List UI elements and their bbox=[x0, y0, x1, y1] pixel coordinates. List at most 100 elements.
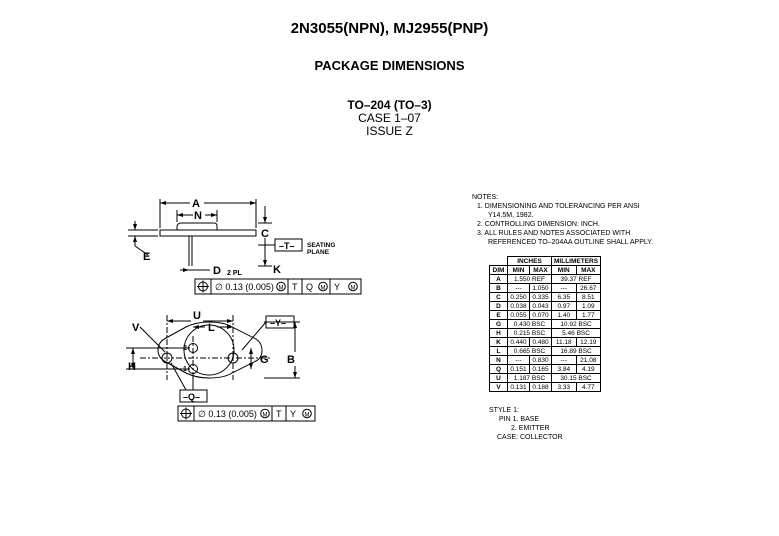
fcf2-datum-y: Y bbox=[290, 409, 296, 419]
package-drawing: A N C E D K –T– U L –Y– V H G B –Q– 2 PL… bbox=[126, 198, 362, 422]
style-info: STYLE 1: PIN 1. BASE 2. EMITTER CASE: CO… bbox=[489, 406, 563, 442]
table-row: B---1.050---26.67 bbox=[489, 283, 602, 293]
style-pin1: PIN 1. BASE bbox=[499, 416, 540, 423]
fcf-box-1 bbox=[194, 278, 362, 295]
cap-outline-top bbox=[183, 324, 235, 376]
label-u: U bbox=[193, 310, 201, 322]
table-corner bbox=[489, 256, 508, 266]
table-cell: E bbox=[489, 310, 508, 320]
seating-label-2: PLANE bbox=[307, 249, 330, 256]
label-2pl: 2 PL bbox=[227, 270, 243, 277]
table-cell: 0.038 bbox=[507, 301, 530, 311]
label-a: A bbox=[192, 198, 200, 210]
table-cell: H bbox=[489, 328, 508, 338]
table-cell: --- bbox=[551, 283, 577, 293]
col-header-in-max: MAX bbox=[529, 265, 552, 275]
table-cell: 0.131 bbox=[507, 382, 530, 392]
note-line: REFERENCED TO–204AA OUTLINE SHALL APPLY. bbox=[488, 239, 653, 246]
fcf1-datum-t: T bbox=[292, 282, 298, 292]
label-k: K bbox=[273, 264, 281, 276]
fcf1-tolerance: ∅ 0.13 (0.005) bbox=[215, 282, 274, 292]
label-d: D bbox=[213, 265, 221, 277]
table-cell: 12.19 bbox=[575, 337, 602, 347]
col-header-mm-min: MIN bbox=[551, 265, 577, 275]
style-case: CASE: COLLECTOR bbox=[497, 434, 563, 441]
table-cell: 21.08 bbox=[575, 355, 602, 365]
case-package: TO–204 (TO–3) bbox=[347, 98, 432, 112]
cap-side bbox=[176, 222, 218, 230]
table-cell: 0.480 bbox=[529, 337, 552, 347]
table-cell: 0.070 bbox=[529, 310, 552, 320]
fcf1-datum-q: Q bbox=[306, 282, 313, 292]
fcf-box-2 bbox=[177, 405, 316, 422]
table-cell: 0.665 BSC bbox=[507, 346, 552, 356]
col-header-mm-max: MAX bbox=[575, 265, 602, 275]
table-cell: 11.18 bbox=[551, 337, 577, 347]
table-cell: U bbox=[489, 373, 508, 383]
table-row: N---0.830---21.08 bbox=[489, 355, 602, 365]
note-line: 2. CONTROLLING DIMENSION: INCH. bbox=[477, 221, 600, 228]
label-h: H bbox=[128, 361, 136, 373]
table-cell: D bbox=[489, 301, 508, 311]
label-l: L bbox=[208, 322, 215, 334]
table-cell: 0.055 bbox=[507, 310, 530, 320]
table-cell: 0.97 bbox=[551, 301, 577, 311]
seating-label-1: SEATING bbox=[307, 242, 335, 249]
fcf2-datum-y-mod: M bbox=[305, 413, 310, 419]
table-cell: 0.830 bbox=[529, 355, 552, 365]
style-heading: STYLE 1: bbox=[489, 407, 519, 414]
label-g: G bbox=[260, 354, 269, 366]
table-cell: 0.151 bbox=[507, 364, 530, 374]
table-cell: 39.37 REF bbox=[550, 274, 602, 284]
table-cell: 1.550 REF bbox=[507, 274, 552, 284]
table-cell: 0.043 bbox=[529, 301, 552, 311]
table-cell: 0.430 BSC bbox=[507, 319, 552, 329]
datum-y: –Y– bbox=[270, 318, 286, 328]
dimension-table: INCHES MILLIMETERS DIM MIN MAX MIN MAX A… bbox=[489, 256, 602, 392]
label-e: E bbox=[143, 251, 150, 263]
group-header-inches: INCHES bbox=[507, 256, 552, 266]
fcf1-datum-y: Y bbox=[334, 282, 340, 292]
case-number: CASE 1–07 bbox=[358, 111, 421, 125]
fcf1-datum-q-mod: M bbox=[321, 286, 326, 292]
label-v: V bbox=[132, 322, 140, 334]
table-cell: 0.440 bbox=[507, 337, 530, 347]
package-outline-top bbox=[157, 321, 263, 379]
table-cell: 1.187 BSC bbox=[507, 373, 552, 383]
label-b: B bbox=[287, 354, 295, 366]
section-heading: PACKAGE DIMENSIONS bbox=[314, 58, 465, 73]
table-cell: 5.46 BSC bbox=[550, 328, 602, 338]
table-cell: 0.188 bbox=[529, 382, 552, 392]
group-header-millimeters: MILLIMETERS bbox=[550, 256, 602, 266]
table-cell: 4.19 bbox=[575, 364, 602, 374]
fcf2-tolerance: ∅ 0.13 (0.005) bbox=[198, 409, 257, 419]
table-cell: 16.89 BSC bbox=[550, 346, 602, 356]
note-line: 1. DIMENSIONING AND TOLERANCING PER ANSI bbox=[477, 203, 640, 210]
table-cell: 10.92 BSC bbox=[550, 319, 602, 329]
table-cell: Q bbox=[489, 364, 508, 374]
note-line: Y14.5M, 1982. bbox=[488, 212, 534, 219]
table-cell: --- bbox=[507, 355, 530, 365]
pin-2-label: 2 bbox=[183, 345, 187, 352]
fcf1-mod: M bbox=[279, 286, 284, 292]
table-cell: L bbox=[489, 346, 508, 356]
label-c: C bbox=[261, 228, 269, 240]
table-cell: 0.165 bbox=[529, 364, 552, 374]
pin-1-label: 1 bbox=[183, 366, 187, 373]
table-cell: B bbox=[489, 283, 508, 293]
notes-heading: NOTES: bbox=[472, 194, 499, 201]
table-cell: A bbox=[489, 274, 508, 284]
table-cell: G bbox=[489, 319, 508, 329]
table-cell: 26.67 bbox=[575, 283, 602, 293]
note-line: 3. ALL RULES AND NOTES ASSOCIATED WITH bbox=[477, 230, 631, 237]
